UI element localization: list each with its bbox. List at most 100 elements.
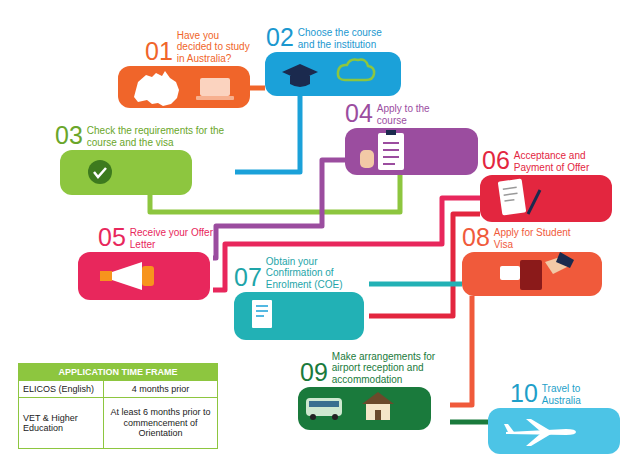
- step-label: Travel to Australia: [542, 383, 618, 406]
- step-label: Receive your Offer Letter: [130, 227, 213, 250]
- road-connector: [235, 96, 300, 172]
- cloud-icon: [338, 60, 374, 80]
- house-door: [375, 410, 381, 420]
- step-heading: 04Apply to the course: [345, 101, 445, 126]
- bus: [306, 398, 342, 416]
- step-heading: 03Check the requirements for the course …: [55, 123, 235, 148]
- table-heading: APPLICATION TIME FRAME: [18, 363, 218, 381]
- step-number: 01: [145, 39, 173, 64]
- step-number: 04: [345, 101, 373, 126]
- step-box: 07Obtain your Confirmation of Enrolment …: [234, 256, 369, 341]
- laptop-screen: [200, 78, 230, 96]
- road-connector: [213, 198, 480, 290]
- tab-01: [118, 66, 250, 108]
- tab-07: [234, 292, 364, 340]
- tab-area: [462, 252, 602, 296]
- clipboard-lines: [383, 143, 399, 164]
- step-box: 09Make arrangements for airport receptio…: [298, 351, 450, 431]
- table-cell: At least 6 months prior to commencement …: [103, 397, 218, 449]
- step-label: Have you decided to study in Australia?: [177, 30, 250, 65]
- house-wall: [366, 404, 390, 420]
- tab-06: [480, 175, 612, 222]
- step-number: 03: [55, 123, 83, 148]
- step-box: 03Check the requirements for the course …: [55, 123, 235, 195]
- tab-area: [480, 175, 612, 222]
- tab-shape: [234, 292, 364, 340]
- step-number: 05: [98, 225, 126, 250]
- tab-10: [488, 408, 620, 454]
- step-box: 04Apply to the course: [345, 101, 478, 175]
- tab-shape: [78, 252, 210, 300]
- step-number: 02: [266, 25, 294, 50]
- step-heading: 10Travel to Australia: [510, 381, 618, 406]
- laptop-base: [196, 96, 234, 100]
- tab-area: [488, 408, 620, 454]
- tab-04: [345, 128, 478, 175]
- tab-08: [462, 252, 602, 296]
- road-connector: [250, 86, 265, 91]
- check-mark: [94, 168, 106, 177]
- step-number: 08: [462, 225, 490, 250]
- tab-shape: [480, 175, 612, 222]
- step-label: Apply for Student Visa: [494, 227, 572, 250]
- visa-card: [500, 266, 520, 280]
- clipboard-clip: [386, 130, 396, 135]
- megaphone: [112, 262, 142, 290]
- step-heading: 06Acceptance and Payment of Offer: [482, 148, 607, 173]
- coe-document: [252, 300, 272, 328]
- tab-shape: [345, 128, 478, 175]
- step-label: Choose the course and the institution: [298, 27, 396, 50]
- step-label: Obtain your Confirmation of Enrolment (C…: [266, 256, 369, 291]
- table-cell: 4 months prior: [103, 380, 218, 398]
- road-connector: [150, 175, 400, 212]
- passport: [520, 260, 542, 290]
- australia-map: [134, 71, 179, 106]
- tab-shape: [488, 408, 620, 454]
- step-box: 06Acceptance and Payment of Offer: [480, 148, 612, 222]
- tab-area: [298, 387, 431, 430]
- table-cell: VET & Higher Education: [18, 397, 104, 449]
- step-heading: 05Receive your Offer Letter: [98, 225, 213, 250]
- table-cell: ELICOS (English): [18, 380, 104, 398]
- step-heading: 02Choose the course and the institution: [266, 25, 396, 50]
- road-connector: [450, 420, 488, 425]
- step-number: 07: [234, 265, 262, 290]
- tab-shape: [118, 66, 250, 108]
- tab-area: [60, 150, 192, 195]
- pen: [528, 190, 540, 214]
- step-heading: 01Have you decided to study in Australia…: [145, 30, 250, 65]
- bus-wheel: [310, 414, 316, 420]
- step-label: Acceptance and Payment of Offer: [514, 150, 607, 173]
- bus-wheel: [332, 414, 338, 420]
- bus-windows: [309, 401, 339, 407]
- paper-lines: [503, 187, 519, 201]
- hand: [360, 150, 374, 168]
- step-number: 09: [300, 360, 328, 385]
- tab-09: [298, 387, 431, 430]
- megaphone-handle: [100, 271, 112, 281]
- step-label: Make arrangements for airport reception …: [332, 351, 450, 386]
- tab-02: [265, 52, 401, 96]
- mortarboard-cap: [290, 76, 310, 87]
- step-box: 05Receive your Offer Letter: [78, 225, 213, 300]
- step-label: Apply to the course: [377, 103, 445, 126]
- clipboard: [378, 133, 404, 170]
- step-box: 10Travel to Australia: [488, 381, 620, 454]
- tab-area: [118, 66, 250, 108]
- step-number: 10: [510, 381, 538, 406]
- step-box: 02Choose the course and the institution: [265, 25, 401, 96]
- tab-area: [345, 128, 478, 175]
- step-box: 08Apply for Student Visa: [462, 225, 602, 296]
- check-circle: [88, 160, 112, 184]
- step-heading: 09Make arrangements for airport receptio…: [300, 351, 450, 386]
- house-roof: [362, 392, 394, 404]
- airplane-wings: [504, 419, 551, 446]
- step-box: 01Have you decided to study in Australia…: [118, 30, 250, 109]
- megaphone-end: [142, 266, 154, 286]
- step-heading: 08Apply for Student Visa: [462, 225, 572, 250]
- tab-05: [78, 252, 210, 300]
- tab-area: [265, 52, 401, 96]
- tab-shape: [298, 387, 431, 430]
- step-label: Check the requirements for the course an…: [87, 125, 235, 148]
